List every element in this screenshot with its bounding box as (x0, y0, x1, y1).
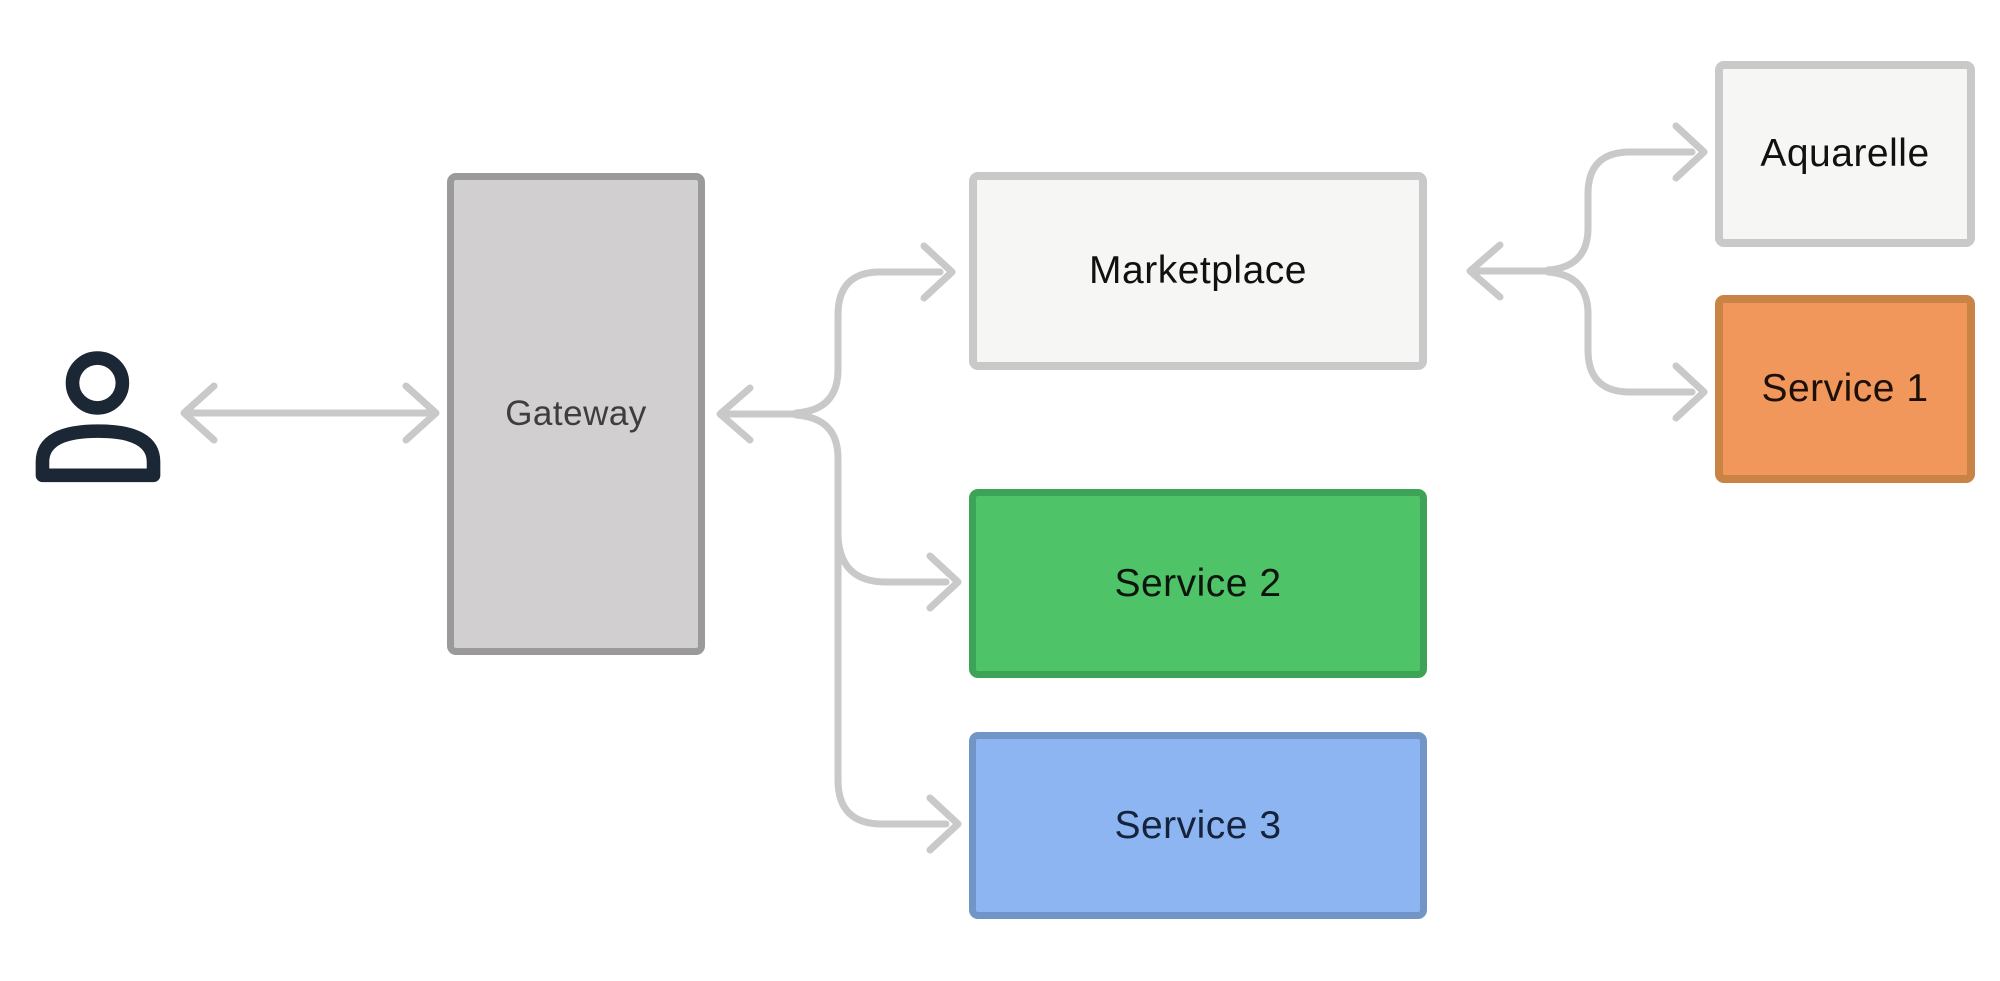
arrowhead-into-service1 (1672, 362, 1708, 422)
node-service3-label: Service 3 (1114, 803, 1282, 847)
edge-marketplace-service1 (1544, 268, 1696, 396)
edge-gateway-service3-trunk (792, 411, 950, 828)
node-service3: Service 3 (969, 732, 1427, 919)
person-icon (35, 351, 161, 483)
arrowhead-into-marketplace-right (1466, 241, 1504, 301)
person-head (65, 351, 130, 415)
node-gateway: Gateway (447, 173, 705, 655)
edge-marketplace-aquarelle (1544, 148, 1696, 274)
edge-gateway-fork (716, 242, 962, 854)
node-marketplace-label: Marketplace (1089, 249, 1307, 292)
edge-user-gateway (180, 382, 440, 444)
node-gateway-label: Gateway (505, 394, 647, 433)
arrowhead-into-gateway-from-user (402, 382, 440, 444)
node-service1-label: Service 1 (1761, 367, 1929, 410)
node-aquarelle-label: Aquarelle (1760, 132, 1930, 175)
edge-gateway-marketplace (792, 268, 944, 417)
arrowhead-into-marketplace (920, 242, 956, 302)
node-service1: Service 1 (1715, 295, 1975, 483)
edge-marketplace-fork (1466, 122, 1708, 422)
node-service2: Service 2 (969, 489, 1427, 678)
arrowhead-into-service3 (926, 794, 962, 854)
node-aquarelle: Aquarelle (1715, 61, 1975, 247)
edge-gateway-service2-branch (834, 532, 950, 586)
person-body (35, 424, 161, 483)
arrowhead-into-user (180, 382, 218, 444)
node-service2-label: Service 2 (1114, 561, 1282, 605)
arrowhead-into-aquarelle (1672, 122, 1708, 182)
arrowhead-into-gateway (716, 384, 754, 444)
node-marketplace: Marketplace (969, 172, 1427, 370)
arrowhead-into-service2 (926, 552, 962, 612)
